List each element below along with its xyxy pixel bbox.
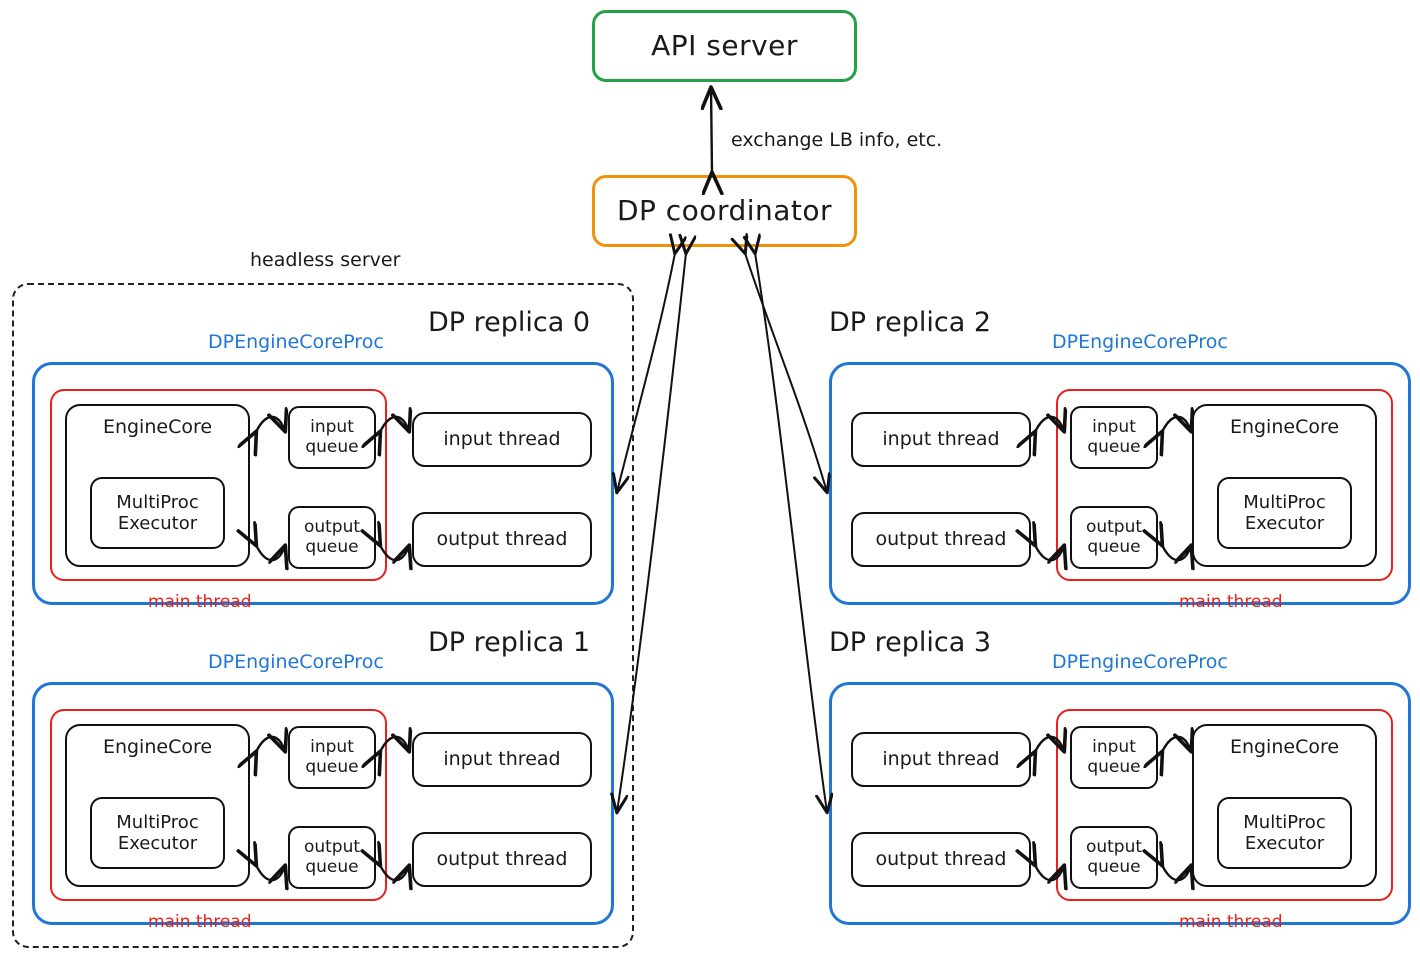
replica-3-output-thread[interactable]: output thread [851, 832, 1031, 887]
output-thread-label: output thread [875, 847, 1007, 870]
output-thread-label: output thread [436, 847, 568, 870]
replica-2-proc-label: DPEngineCoreProc [1052, 331, 1228, 353]
replica-2-engine-core-label: EngineCore [1229, 416, 1340, 438]
replica-2-multiproc-executor[interactable]: MultiProc Executor [1217, 477, 1352, 549]
input-queue-line1: input [310, 416, 354, 437]
replica-0-multiproc-executor[interactable]: MultiProc Executor [90, 477, 225, 549]
dp-coordinator-box[interactable]: DP coordinator [592, 175, 857, 247]
replica-3-proc-label: DPEngineCoreProc [1052, 651, 1228, 673]
replica-0-input-thread[interactable]: input thread [412, 412, 592, 467]
replica-0-engine-core-label: EngineCore [102, 416, 213, 438]
input-queue-line1: input [1092, 736, 1136, 757]
arrow-api-coordinator [711, 88, 712, 173]
replica-1-proc-label: DPEngineCoreProc [208, 651, 384, 673]
replica-3-main-thread-label: main thread [1179, 912, 1283, 932]
replica-2-main-thread-label: main thread [1179, 592, 1283, 612]
replica-0-output-queue[interactable]: output queue [288, 506, 376, 569]
replica-2-output-thread[interactable]: output thread [851, 512, 1031, 567]
exchange-lb-info-label: exchange LB info, etc. [731, 129, 943, 151]
output-thread-label: output thread [436, 527, 568, 550]
replica-3-input-queue[interactable]: input queue [1070, 726, 1158, 789]
replica-3-output-queue[interactable]: output queue [1070, 826, 1158, 889]
replica-0-title: DP replica 0 [428, 307, 591, 338]
replica-1-output-thread[interactable]: output thread [412, 832, 592, 887]
multiproc-executor-line2: Executor [1244, 833, 1325, 854]
replica-2-input-queue[interactable]: input queue [1070, 406, 1158, 469]
replica-1-main-thread-label: main thread [148, 912, 252, 932]
replica-3-title: DP replica 3 [829, 627, 992, 658]
replica-1-output-queue[interactable]: output queue [288, 826, 376, 889]
input-thread-label: input thread [882, 747, 1000, 770]
replica-0-engine-core[interactable]: EngineCore [65, 404, 250, 567]
replica-1-engine-core[interactable]: EngineCore [65, 724, 250, 887]
replica-2-output-queue[interactable]: output queue [1070, 506, 1158, 569]
replica-0-output-thread[interactable]: output thread [412, 512, 592, 567]
api-server-box[interactable]: API server [592, 10, 857, 82]
replica-2-input-thread[interactable]: input thread [851, 412, 1031, 467]
replica-3-main-thread-boundary [1056, 709, 1393, 901]
input-thread-label: input thread [882, 427, 1000, 450]
api-server-label: API server [651, 28, 798, 62]
multiproc-executor-line1: MultiProc [116, 492, 199, 513]
replica-2-title: DP replica 2 [829, 307, 992, 338]
dp-coordinator-label: DP coordinator [616, 193, 833, 227]
multiproc-executor-line2: Executor [117, 513, 198, 534]
replica-3-engine-core[interactable]: EngineCore [1192, 724, 1377, 887]
replica-3-input-thread[interactable]: input thread [851, 732, 1031, 787]
replica-3-multiproc-executor[interactable]: MultiProc Executor [1217, 797, 1352, 869]
output-thread-label: output thread [875, 527, 1007, 550]
multiproc-executor-line2: Executor [1244, 513, 1325, 534]
arrow-coordinator-replica-2 [745, 253, 827, 492]
output-queue-line2: queue [305, 856, 359, 877]
multiproc-executor-line1: MultiProc [116, 812, 199, 833]
replica-0-proc-label: DPEngineCoreProc [208, 331, 384, 353]
arrow-coordinator-replica-3 [755, 253, 827, 812]
replica-1-engine-core-label: EngineCore [102, 736, 213, 758]
replica-1-input-thread[interactable]: input thread [412, 732, 592, 787]
output-queue-line1: output [1085, 516, 1143, 537]
input-queue-line2: queue [1087, 756, 1141, 777]
replica-0-input-queue[interactable]: input queue [288, 406, 376, 469]
output-queue-line2: queue [1087, 856, 1141, 877]
input-queue-line2: queue [1087, 436, 1141, 457]
headless-server-label: headless server [250, 249, 401, 271]
output-queue-line1: output [1085, 836, 1143, 857]
multiproc-executor-line1: MultiProc [1243, 492, 1326, 513]
replica-3-engine-core-label: EngineCore [1229, 736, 1340, 758]
input-thread-label: input thread [443, 747, 561, 770]
replica-1-multiproc-executor[interactable]: MultiProc Executor [90, 797, 225, 869]
input-thread-label: input thread [443, 427, 561, 450]
replica-0-main-thread-label: main thread [148, 592, 252, 612]
replica-0-main-thread-boundary [50, 389, 387, 581]
replica-1-title: DP replica 1 [428, 627, 591, 658]
input-queue-line2: queue [305, 756, 359, 777]
multiproc-executor-line1: MultiProc [1243, 812, 1326, 833]
replica-2-main-thread-boundary [1056, 389, 1393, 581]
output-queue-line2: queue [305, 536, 359, 557]
input-queue-line2: queue [305, 436, 359, 457]
output-queue-line1: output [303, 516, 361, 537]
input-queue-line1: input [310, 736, 354, 757]
input-queue-line1: input [1092, 416, 1136, 437]
multiproc-executor-line2: Executor [117, 833, 198, 854]
replica-1-input-queue[interactable]: input queue [288, 726, 376, 789]
replica-2-engine-core[interactable]: EngineCore [1192, 404, 1377, 567]
replica-1-main-thread-boundary [50, 709, 387, 901]
output-queue-line1: output [303, 836, 361, 857]
output-queue-line2: queue [1087, 536, 1141, 557]
